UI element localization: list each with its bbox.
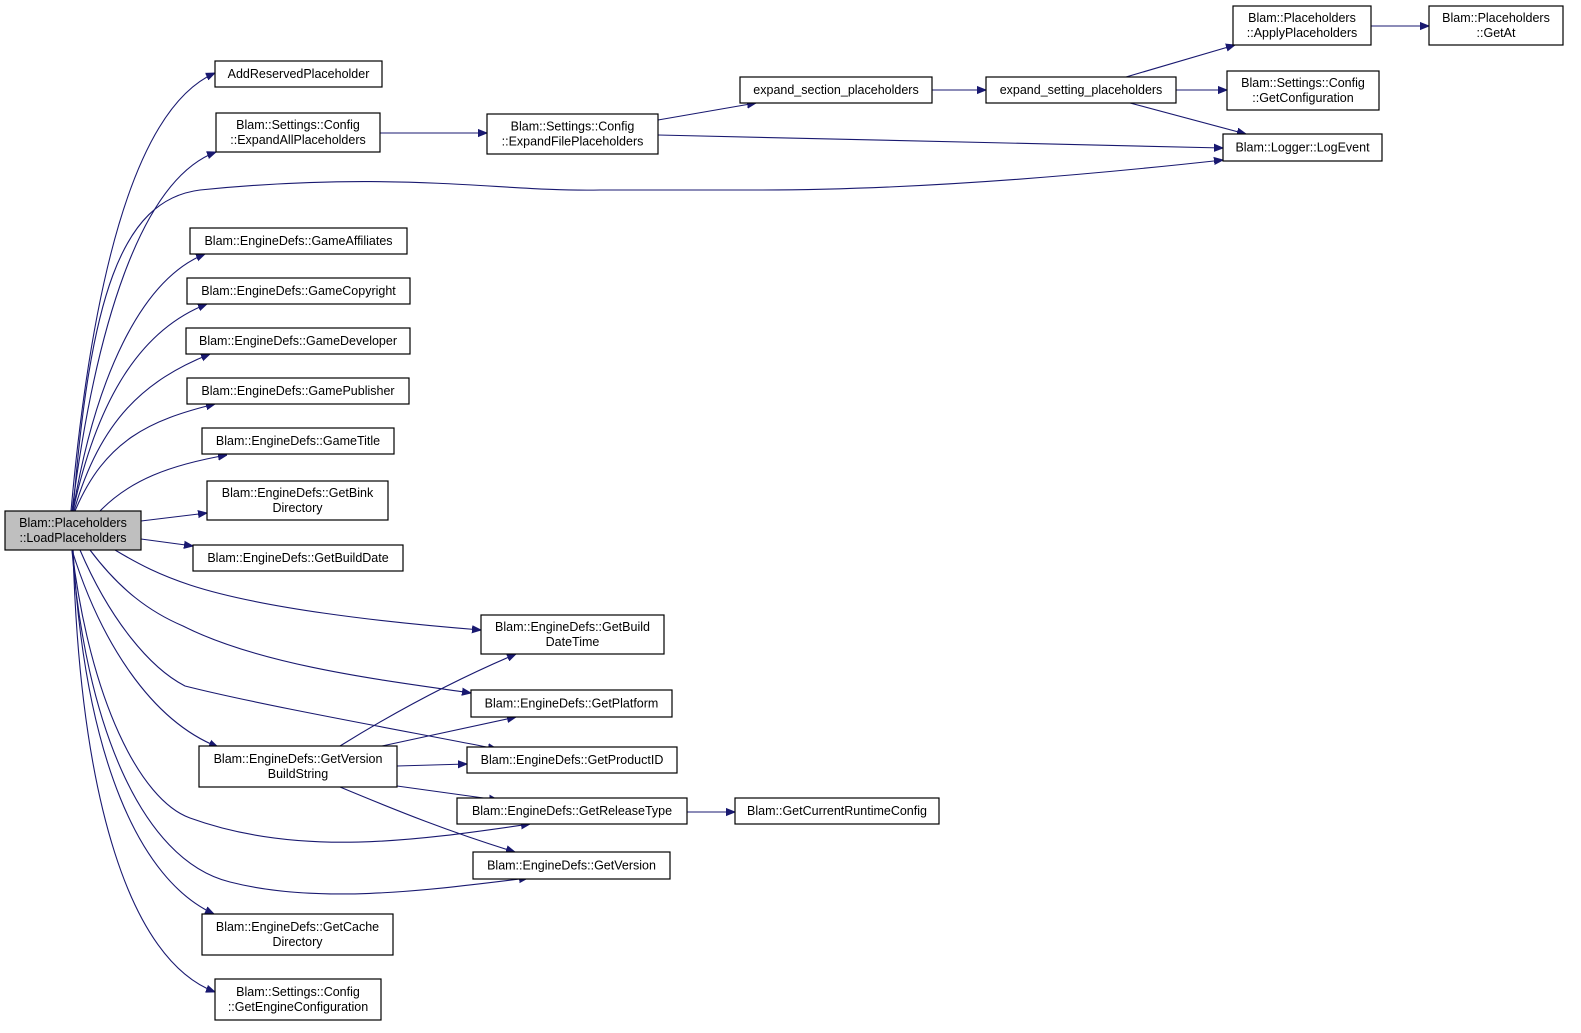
node-label: Blam::Settings::Config (236, 118, 360, 132)
edge-load-placeholders-to-build-date (140, 538, 193, 546)
node-expand-all[interactable]: Blam::Settings::Config::ExpandAllPlaceho… (215, 112, 381, 153)
edge-version-build-to-platform (381, 717, 516, 747)
node-label: Blam::Settings::Config (1241, 76, 1365, 90)
edge-expand-file-to-expand-section (657, 103, 756, 121)
node-expand-setting[interactable]: expand_setting_placeholders (985, 76, 1177, 104)
node-runtime-config[interactable]: Blam::GetCurrentRuntimeConfig (734, 797, 940, 825)
node-label: Directory (272, 501, 323, 515)
node-label: expand_section_placeholders (753, 83, 918, 97)
node-get-at[interactable]: Blam::Placeholders::GetAt (1428, 5, 1564, 46)
node-label: Blam::EngineDefs::GetPlatform (485, 697, 659, 711)
node-label: Blam::EngineDefs::GameCopyright (201, 284, 396, 298)
edge-version-build-to-get-version (339, 786, 515, 852)
node-load-placeholders[interactable]: Blam::Placeholders::LoadPlaceholders (4, 510, 142, 551)
edge-load-placeholders-to-engine-config (72, 549, 215, 992)
edge-load-placeholders-to-expand-all (71, 152, 216, 512)
node-label: Blam::EngineDefs::GetCache (216, 920, 379, 934)
node-label: Blam::GetCurrentRuntimeConfig (747, 804, 927, 818)
node-label: expand_setting_placeholders (1000, 83, 1163, 97)
node-label: Blam::Placeholders (1248, 11, 1356, 25)
node-label: Blam::EngineDefs::GameAffiliates (204, 234, 392, 248)
node-game-title[interactable]: Blam::EngineDefs::GameTitle (201, 427, 395, 455)
node-get-configuration[interactable]: Blam::Settings::Config::GetConfiguration (1226, 70, 1380, 111)
edge-load-placeholders-to-product-id (79, 549, 497, 749)
edge-load-placeholders-to-platform (89, 549, 471, 693)
edge-load-placeholders-to-build-datetime (114, 549, 481, 630)
edge-expand-setting-to-log-event (1129, 102, 1246, 134)
node-label: Blam::Placeholders (1442, 11, 1550, 25)
node-engine-config[interactable]: Blam::Settings::Config::GetEngineConfigu… (214, 978, 382, 1021)
node-game-publisher[interactable]: Blam::EngineDefs::GamePublisher (186, 377, 410, 405)
edge-expand-file-to-log-event (657, 134, 1223, 148)
node-game-developer[interactable]: Blam::EngineDefs::GameDeveloper (185, 327, 411, 355)
node-build-date[interactable]: Blam::EngineDefs::GetBuildDate (192, 544, 404, 572)
node-label: Blam::Settings::Config (511, 120, 635, 134)
edge-load-placeholders-to-log-event (72, 160, 1223, 512)
edge-load-placeholders-to-game-copyright (72, 304, 207, 512)
node-game-affiliates[interactable]: Blam::EngineDefs::GameAffiliates (189, 227, 408, 255)
node-game-copyright[interactable]: Blam::EngineDefs::GameCopyright (186, 277, 411, 305)
node-add-reserved[interactable]: AddReservedPlaceholder (214, 60, 383, 88)
node-label: Blam::Settings::Config (236, 985, 360, 999)
edge-load-placeholders-to-game-affiliates (72, 253, 205, 512)
node-apply-placeholders[interactable]: Blam::Placeholders::ApplyPlaceholders (1232, 5, 1372, 46)
edge-load-placeholders-to-release-type (71, 549, 530, 843)
node-label: Blam::Logger::LogEvent (1235, 141, 1370, 155)
node-release-type[interactable]: Blam::EngineDefs::GetReleaseType (456, 797, 688, 825)
node-label: ::ExpandAllPlaceholders (230, 133, 366, 147)
node-get-version[interactable]: Blam::EngineDefs::GetVersion (472, 851, 671, 880)
node-label: Blam::EngineDefs::GetBuild (495, 620, 650, 634)
node-log-event[interactable]: Blam::Logger::LogEvent (1222, 133, 1383, 162)
node-label: Blam::EngineDefs::GetReleaseType (472, 804, 672, 818)
node-product-id[interactable]: Blam::EngineDefs::GetProductID (466, 746, 678, 774)
edge-version-build-to-build-datetime (339, 653, 516, 747)
node-label: Directory (272, 935, 323, 949)
node-label: BuildString (268, 767, 328, 781)
edge-load-placeholders-to-add-reserved (70, 72, 215, 512)
node-label: ::ExpandFilePlaceholders (502, 135, 644, 149)
edge-load-placeholders-to-bink-dir (140, 513, 207, 522)
node-label: ::ApplyPlaceholders (1247, 26, 1357, 40)
edge-load-placeholders-to-game-title (99, 455, 227, 512)
edge-load-placeholders-to-version-build (71, 549, 218, 748)
node-label: DateTime (546, 635, 600, 649)
node-label: ::GetEngineConfiguration (228, 1000, 368, 1014)
node-label: AddReservedPlaceholder (228, 67, 370, 81)
node-label: Blam::EngineDefs::GameTitle (216, 434, 380, 448)
node-label: Blam::EngineDefs::GetProductID (481, 753, 664, 767)
node-label: ::GetAt (1477, 26, 1516, 40)
node-label: Blam::EngineDefs::GetVersion (214, 752, 383, 766)
node-label: ::GetConfiguration (1252, 91, 1353, 105)
node-expand-section[interactable]: expand_section_placeholders (739, 76, 933, 104)
node-label: Blam::EngineDefs::GameDeveloper (199, 334, 397, 348)
edge-load-placeholders-to-cache-dir (72, 549, 214, 914)
edge-load-placeholders-to-game-developer (73, 353, 210, 512)
edge-load-placeholders-to-game-publisher (74, 404, 215, 512)
edge-expand-setting-to-apply-placeholders (1125, 45, 1235, 78)
node-platform[interactable]: Blam::EngineDefs::GetPlatform (470, 689, 673, 718)
edge-version-build-to-product-id (396, 764, 467, 766)
node-label: Blam::EngineDefs::GamePublisher (201, 384, 394, 398)
node-label: Blam::EngineDefs::GetVersion (487, 859, 656, 873)
node-expand-file[interactable]: Blam::Settings::Config::ExpandFilePlaceh… (486, 113, 659, 155)
node-label: ::LoadPlaceholders (19, 531, 126, 545)
node-label: Blam::EngineDefs::GetBuildDate (207, 551, 388, 565)
node-label: Blam::EngineDefs::GetBink (222, 486, 374, 500)
edge-load-placeholders-to-get-version (71, 549, 528, 895)
node-label: Blam::Placeholders (19, 516, 127, 530)
